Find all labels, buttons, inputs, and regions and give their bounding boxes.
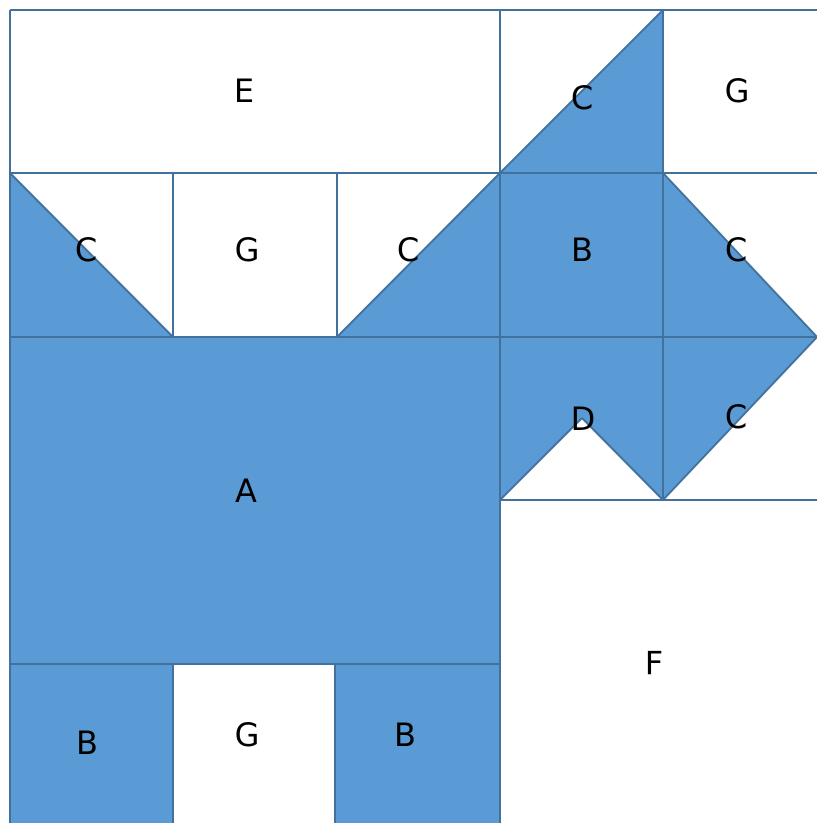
label-b-bottom-2: B: [394, 716, 416, 754]
label-e-top: E: [234, 72, 254, 110]
label-d: D: [571, 400, 596, 438]
blue-pieces: [10, 10, 817, 823]
label-b-row2: B: [571, 231, 593, 269]
label-g-row2: G: [235, 231, 260, 269]
label-g-top: G: [725, 72, 750, 110]
label-c-row3: C: [725, 398, 747, 436]
label-g-bottom: G: [235, 716, 260, 754]
label-c-row2-1: C: [75, 231, 97, 269]
piece-b-leg-right: [335, 664, 500, 823]
label-f: F: [645, 644, 663, 682]
label-a: A: [235, 472, 257, 510]
label-c-row2-2: C: [397, 231, 419, 269]
label-b-bottom-1: B: [76, 724, 98, 762]
label-c-top: C: [571, 79, 593, 117]
label-c-row2-3: C: [725, 231, 747, 269]
